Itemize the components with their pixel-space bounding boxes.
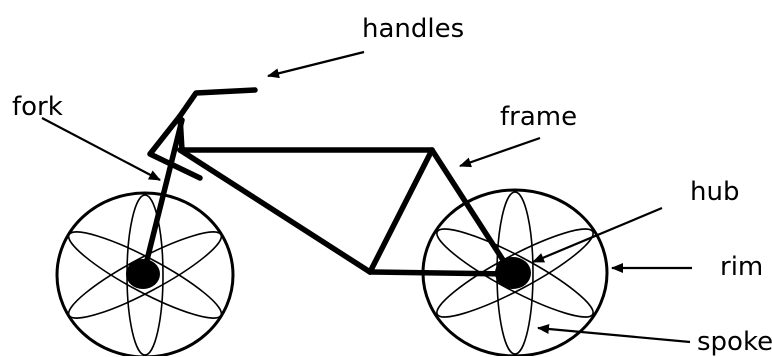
fork-arrow bbox=[42, 118, 160, 180]
spoke-label: spoke bbox=[697, 329, 772, 355]
seat-tube bbox=[370, 150, 432, 272]
hub-label: hub bbox=[690, 179, 739, 205]
frame-arrow bbox=[460, 138, 540, 166]
label-arrows bbox=[42, 52, 692, 342]
hub-arrow bbox=[533, 208, 662, 262]
rim-label: rim bbox=[720, 254, 763, 280]
frame-label: frame bbox=[500, 104, 577, 130]
fork-and-handles bbox=[144, 90, 255, 272]
seat-stay bbox=[432, 150, 512, 274]
handles-arrow bbox=[268, 52, 364, 76]
spoke-arrow bbox=[538, 328, 690, 342]
handles-label: handles bbox=[362, 16, 464, 42]
fork bbox=[144, 120, 182, 272]
chain-stay bbox=[370, 272, 512, 274]
handlebar bbox=[180, 90, 255, 116]
fork-label: fork bbox=[12, 94, 63, 120]
